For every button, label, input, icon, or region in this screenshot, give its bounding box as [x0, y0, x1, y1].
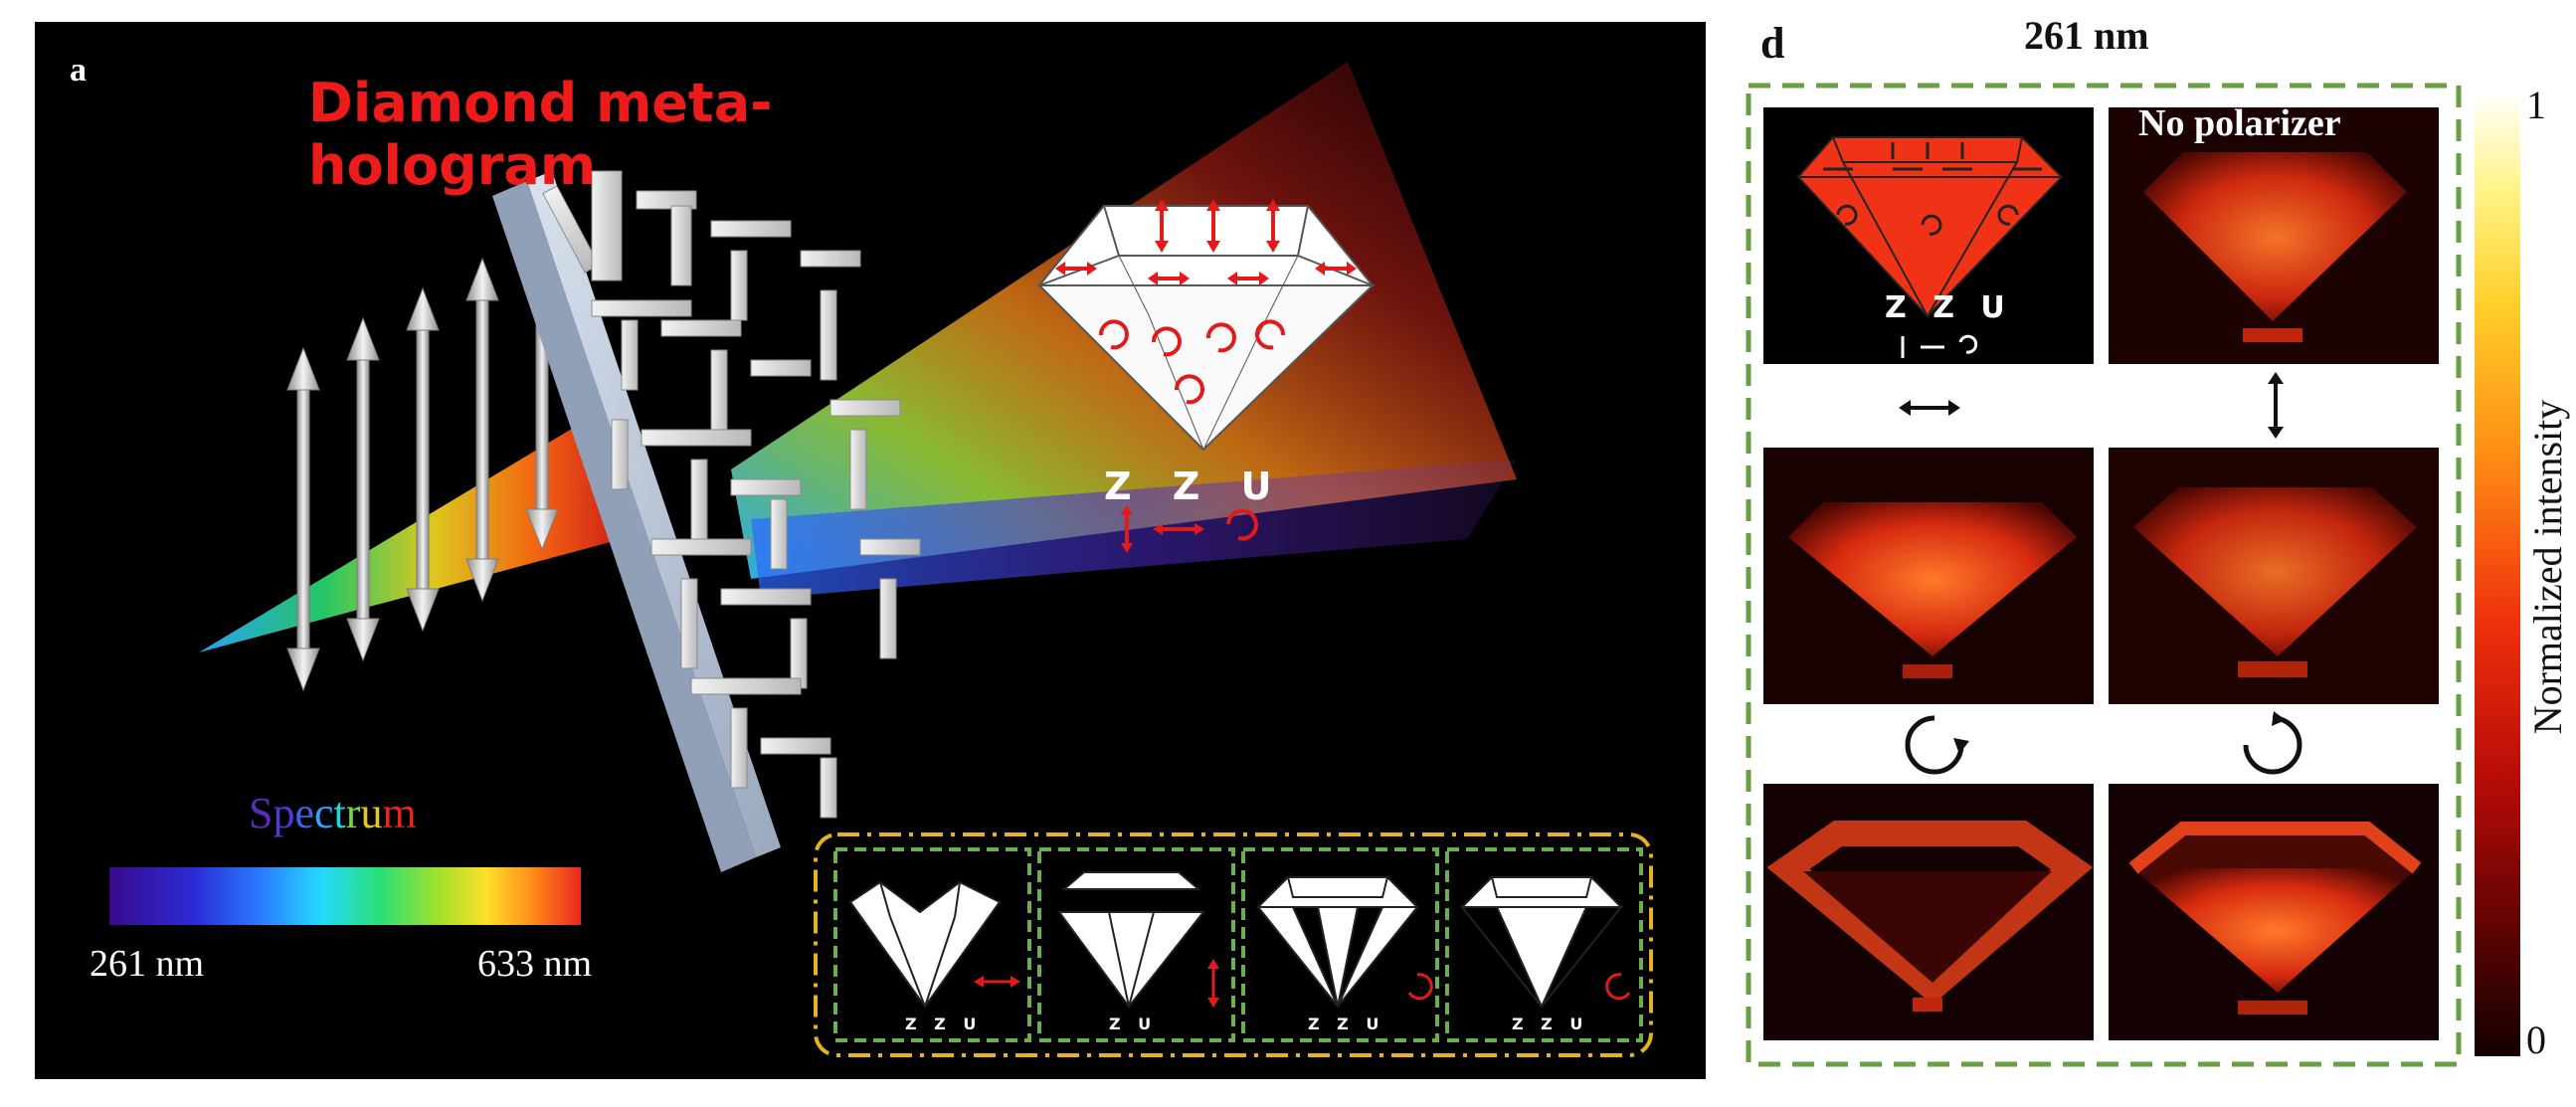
hologram-zzu-text: Z Z U — [1104, 464, 1286, 508]
incident-beam — [199, 420, 622, 652]
spectrum-max-label: 633 nm — [477, 943, 593, 985]
spectrum-title-letter: m — [382, 789, 417, 837]
colorbar-max-label: 1 — [2526, 83, 2546, 127]
spectrum-title-letter: e — [294, 789, 315, 837]
inset-diamond-1 — [848, 880, 1002, 1009]
diffracted-beam-violet — [751, 460, 1517, 599]
inset-frame — [814, 832, 1653, 1057]
spectrum-title-letter: S — [249, 789, 274, 837]
panel-d-title: 261 nm — [2024, 13, 2149, 58]
panel-a: a Diamond meta-hologram Z Z U Spectrum 2… — [35, 22, 1706, 1079]
image-lcp-polarizer — [2109, 784, 2439, 1040]
colorbar — [2475, 92, 2520, 1056]
hologram-circular-marks — [1098, 319, 1286, 405]
spectrum-title: Spectrum — [249, 788, 417, 838]
spectrum-bar — [109, 867, 581, 925]
zzu-polarization-legend — [1121, 505, 1258, 553]
inset-text-1: Z Z U — [905, 1015, 983, 1033]
design-image — [1763, 107, 2094, 364]
inset-panels — [833, 847, 1643, 1042]
polarization-arrows — [286, 249, 559, 692]
spectrum-title-letter: t — [333, 789, 346, 837]
colorbar-min-label: 0 — [2526, 1017, 2546, 1062]
inset-text-4: Z Z U — [1512, 1015, 1589, 1033]
inset-diamond-4 — [1459, 876, 1624, 1009]
spectrum-title-letter: p — [273, 789, 295, 837]
spectrum-min-label: 261 nm — [90, 943, 205, 985]
clockwise-circle-icon — [1905, 715, 1969, 775]
spectrum-title-letter: u — [360, 789, 383, 837]
inset-polarization-icons — [974, 959, 1631, 1008]
no-polarizer-label: No polarizer — [2138, 102, 2341, 144]
inset-text-3: Z Z U — [1308, 1015, 1385, 1033]
panel-a-title: Diamond meta-hologram — [308, 72, 773, 197]
metasurface-substrate — [492, 181, 756, 872]
inset-diamond-3 — [1256, 876, 1419, 1009]
image-horizontal-polarizer — [1763, 448, 2094, 704]
panel-label-a: a — [70, 52, 87, 89]
vertical-arrow-icon — [2268, 372, 2284, 439]
counterclockwise-circle-icon — [2243, 711, 2302, 775]
colorbar-title: Normalized intensity — [2525, 399, 2570, 735]
panel-a-illustration — [199, 62, 1653, 1057]
spectrum-title-letter: r — [345, 789, 361, 837]
spectrum-title-letter: c — [314, 789, 334, 837]
inset-diamond-2 — [1057, 871, 1206, 1009]
inset-text-2: Z U — [1109, 1015, 1158, 1033]
image-no-polarizer — [2109, 107, 2439, 364]
meta-atoms — [542, 170, 921, 819]
panel-d-frame — [1746, 83, 2462, 1067]
image-rcp-polarizer — [1763, 784, 2094, 1040]
horizontal-arrow-icon — [1899, 400, 1960, 416]
hologram-polarization-marks — [1055, 199, 1357, 285]
image-vertical-polarizer — [2109, 448, 2439, 704]
design-zzu-text: Z Z U — [1885, 290, 2013, 325]
panel-label-d: d — [1760, 19, 1785, 68]
